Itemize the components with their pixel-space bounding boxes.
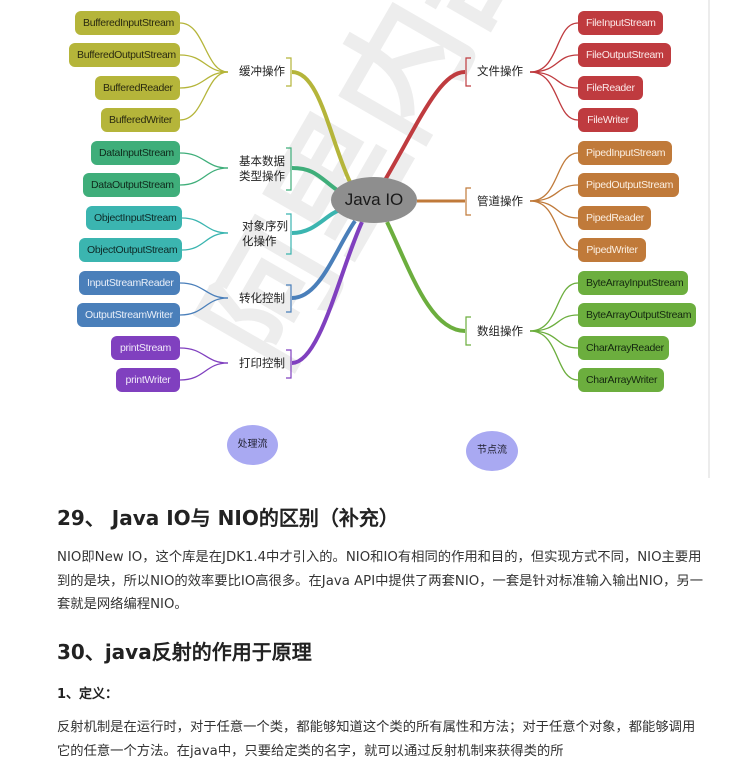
node-datainputstream: DataInputStream (91, 141, 180, 165)
category-buffer: 缓冲操作 (239, 64, 285, 78)
node-printstream: printStream (111, 336, 180, 360)
node-pipedwriter: PipedWriter (578, 238, 646, 262)
node-filereader: FileReader (578, 76, 643, 100)
node-fileinputstream: FileInputStream (578, 11, 663, 35)
center-node-java-io: Java IO (331, 177, 417, 223)
image-border (708, 0, 710, 478)
node-objectinputstream: ObjectInputStream (86, 206, 182, 230)
node-inputstreamreader: InputStreamReader (79, 271, 180, 295)
section-30-body: 反射机制是在运行时，对于任意一个类，都能够知道这个类的所有属性和方法；对于任意个… (57, 720, 696, 759)
category-convert: 转化控制 (239, 291, 285, 305)
node-bytearrayinputstream: ByteArrayInputStream (578, 271, 688, 295)
section-30-heading: 30、java反射的作用于原理 (57, 640, 312, 664)
legend-node-stream: 节点流 (466, 431, 518, 471)
java-io-mindmap: 阿里内部资料 (69, 0, 710, 478)
node-outputstreamwriter: OutputStreamWriter (77, 303, 180, 327)
node-dataoutputstream: DataOutputStream (83, 173, 180, 197)
node-filewriter: FileWriter (578, 108, 638, 132)
node-bufferedwriter: BufferedWriter (101, 108, 180, 132)
node-bufferedreader: BufferedReader (95, 76, 180, 100)
legend-processing-stream: 处理流 (227, 425, 278, 465)
category-object-1: 对象序列 (242, 219, 288, 233)
node-pipedinputstream: PipedInputStream (578, 141, 672, 165)
category-file: 文件操作 (477, 64, 523, 78)
node-bytearrayoutputstream: ByteArrayOutputStream (578, 303, 696, 327)
node-bufferedoutputstream: BufferedOutputStream (69, 43, 180, 67)
node-pipedreader: PipedReader (578, 206, 651, 230)
node-chararrayreader: CharArrayReader (578, 336, 669, 360)
node-printwriter: printWriter (116, 368, 180, 392)
section-29-heading: 29、 Java IO与 NIO的区别（补充） (57, 506, 399, 530)
category-print: 打印控制 (239, 356, 285, 370)
node-bufferedinputstream: BufferedInputStream (75, 11, 180, 35)
mindmap-connectors (179, 22, 579, 381)
category-basic-type-1: 基本数据 (239, 154, 285, 168)
node-pipedoutputstream: PipedOutputStream (578, 173, 679, 197)
section-29-body: NIO即New IO，这个库是在JDK1.4中才引入的。NIO和IO有相同的作用… (57, 550, 704, 612)
category-pipe: 管道操作 (477, 194, 523, 208)
node-objectoutputstream: ObjectOutputStream (79, 238, 182, 262)
category-array: 数组操作 (477, 324, 523, 338)
section-30-subheading: 1、定义： (57, 687, 119, 702)
node-fileoutputstream: FileOutputStream (578, 43, 671, 67)
node-chararraywriter: CharArrayWriter (578, 368, 664, 392)
category-object-2: 化操作 (242, 234, 277, 248)
category-basic-type-2: 类型操作 (239, 169, 285, 183)
